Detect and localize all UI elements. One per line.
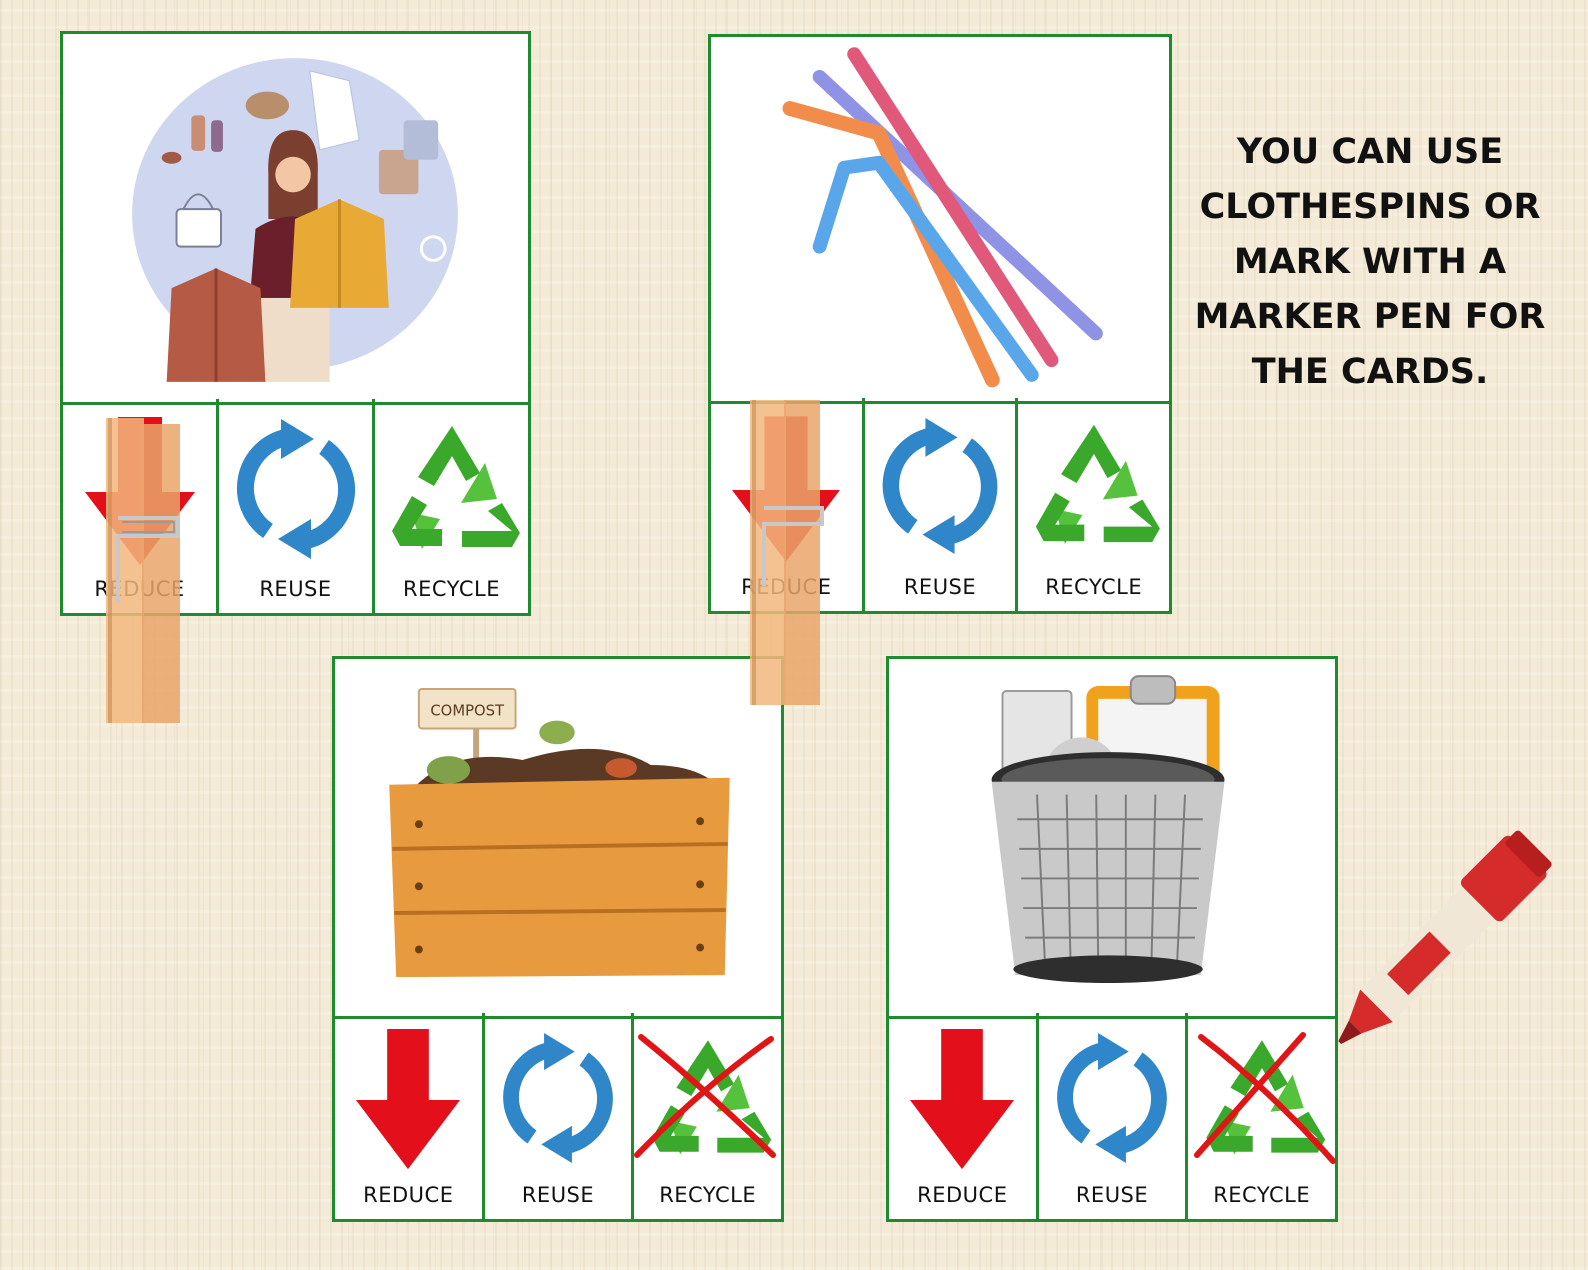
recycle-label: RECYCLE bbox=[403, 577, 500, 601]
straws-picture bbox=[711, 37, 1169, 404]
red-down-arrow-icon bbox=[910, 1029, 1015, 1170]
reuse-label: REUSE bbox=[521, 1183, 595, 1207]
compost-picture: COMPOST bbox=[335, 659, 781, 1019]
reduce-label: REDUCE bbox=[94, 577, 185, 601]
reuse-label: REUSE bbox=[1075, 1183, 1149, 1207]
card-trash: REDUCE REUSE RECYCLE bbox=[886, 656, 1338, 1222]
recycle-option[interactable]: RECYCLE bbox=[375, 399, 528, 613]
trash-picture bbox=[889, 659, 1335, 1019]
reduce-option[interactable]: REDUCE bbox=[335, 1013, 485, 1219]
reduce-option[interactable]: REDUCE bbox=[63, 399, 219, 613]
reduce-option[interactable]: REDUCE bbox=[889, 1013, 1039, 1219]
instruction-line: MARKER PEN FOR bbox=[1194, 297, 1546, 337]
instruction-line: THE CARDS. bbox=[1251, 352, 1489, 392]
card-compost: COMPOST REDUCE bbox=[332, 656, 784, 1222]
reuse-arrows-icon bbox=[503, 1033, 613, 1163]
instruction-line: CLOTHESPINS OR bbox=[1199, 187, 1541, 227]
reuse-arrows-icon bbox=[882, 418, 998, 554]
reuse-arrows-icon bbox=[1057, 1033, 1167, 1163]
reuse-option[interactable]: REUSE bbox=[219, 399, 375, 613]
reduce-label: REDUCE bbox=[741, 575, 832, 599]
reduce-label: REDUCE bbox=[917, 1183, 1008, 1207]
plastic-straws-illustration bbox=[782, 47, 1103, 388]
card-options: REDUCE REUSE RECYCLE bbox=[335, 1013, 781, 1219]
red-down-arrow-icon bbox=[84, 417, 195, 565]
compost-crate-illustration: COMPOST bbox=[389, 688, 730, 978]
recycle-option[interactable]: RECYCLE bbox=[633, 1013, 781, 1219]
reuse-option[interactable]: REUSE bbox=[485, 1013, 635, 1219]
card-clothes: REDUCE REUSE RECYCLE bbox=[60, 31, 531, 616]
reuse-arrows-icon bbox=[236, 419, 355, 559]
recycle-symbol-icon bbox=[1205, 1040, 1325, 1155]
recycle-option[interactable]: RECYCLE bbox=[1018, 398, 1169, 611]
red-cross-mark-icon bbox=[1193, 1032, 1336, 1164]
reuse-label: REUSE bbox=[903, 575, 977, 599]
reuse-label: REUSE bbox=[259, 577, 332, 601]
card-options: REDUCE REUSE RECYCLE bbox=[63, 399, 528, 613]
red-down-arrow-icon bbox=[732, 416, 841, 562]
card-options: REDUCE REUSE RECYCLE bbox=[711, 398, 1169, 611]
recycle-symbol-icon bbox=[1035, 424, 1160, 545]
reduce-label: REDUCE bbox=[363, 1183, 454, 1207]
reduce-option[interactable]: REDUCE bbox=[711, 398, 865, 611]
card-straws: REDUCE REUSE RECYCLE bbox=[708, 34, 1172, 614]
recycle-label: RECYCLE bbox=[1213, 1183, 1311, 1207]
trash-bin-illustration bbox=[991, 675, 1225, 984]
woman-with-clothes-illustration bbox=[132, 58, 458, 382]
reuse-option[interactable]: REUSE bbox=[865, 398, 1019, 611]
red-cross-mark-icon bbox=[633, 1034, 776, 1158]
recycle-label: RECYCLE bbox=[1045, 575, 1143, 599]
clothes-picture bbox=[63, 34, 528, 405]
recycle-option[interactable]: RECYCLE bbox=[1188, 1013, 1336, 1219]
recycle-symbol-icon bbox=[391, 426, 520, 549]
recycle-label: RECYCLE bbox=[659, 1183, 757, 1207]
instruction-line: MARK WITH A bbox=[1233, 242, 1507, 282]
red-down-arrow-icon bbox=[356, 1029, 461, 1170]
instruction-line: YOU CAN USE bbox=[1236, 132, 1504, 172]
compost-sign-text: COMPOST bbox=[430, 703, 505, 720]
card-options: REDUCE REUSE RECYCLE bbox=[889, 1013, 1336, 1219]
reuse-option[interactable]: REUSE bbox=[1039, 1013, 1189, 1219]
instruction-text: YOU CAN USE CLOTHESPINS OR MARK WITH A M… bbox=[1190, 125, 1550, 400]
